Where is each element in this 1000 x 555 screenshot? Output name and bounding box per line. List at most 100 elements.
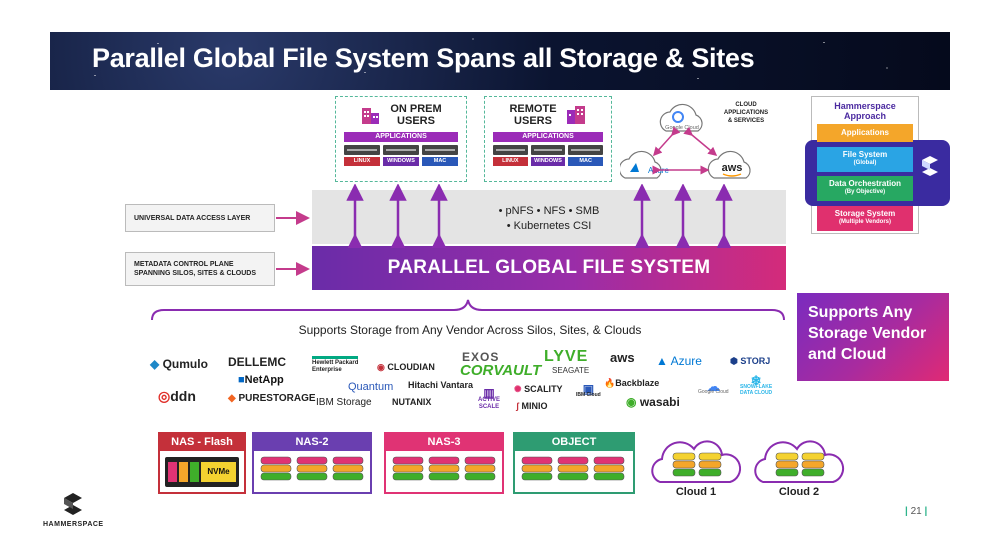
disk-platter bbox=[296, 464, 328, 473]
title-banner: Parallel Global File System Spans all St… bbox=[50, 32, 950, 90]
cloud-apps-label-line3: & SERVICES bbox=[728, 118, 764, 124]
nutanix-logo: NUTANIX bbox=[392, 397, 432, 407]
parallel-global-file-system-bar: PARALLEL GLOBAL FILE SYSTEM bbox=[312, 246, 786, 290]
cloudian-logo: ◉ CLOUDIAN bbox=[377, 362, 435, 373]
approach-title: Hammerspace Approach bbox=[812, 101, 918, 121]
ddn-label: ddn bbox=[170, 388, 196, 404]
storj-logo: ⬢ STORJ bbox=[730, 356, 770, 367]
scality-logo: ✺ SCALITY bbox=[514, 384, 563, 395]
disk-platter bbox=[698, 460, 722, 469]
cloudian-label: CLOUDIAN bbox=[387, 362, 435, 372]
remote-title: REMOTE USERS bbox=[509, 103, 556, 127]
disk-platter bbox=[260, 464, 292, 473]
disk-platter bbox=[464, 464, 496, 473]
disk-platter bbox=[392, 456, 424, 465]
on-prem-os-row: LINUX WINDOWS MAC bbox=[344, 157, 458, 166]
snowflake-line2: DATA CLOUD bbox=[740, 390, 773, 396]
server-icon bbox=[568, 145, 604, 155]
tier-nas-flash: NAS - Flash NVMe bbox=[158, 432, 246, 494]
qumulo-label: Qumulo bbox=[162, 357, 208, 371]
on-prem-title-line1: ON PREM bbox=[390, 103, 442, 115]
page-title: Parallel Global File System Spans all St… bbox=[92, 43, 755, 73]
building-icon bbox=[566, 106, 585, 124]
tier-nas-2-header: NAS-2 bbox=[254, 434, 370, 451]
google-cloud-vendor-label: Google Cloud bbox=[698, 389, 729, 395]
snowflake-logo: ❄ SNOWFLAKE DATA CLOUD bbox=[740, 374, 773, 396]
netapp-icon: ■ bbox=[238, 374, 245, 386]
hammerspace-footer-brand: HAMMERSPACE bbox=[43, 521, 104, 528]
disk-platter bbox=[332, 472, 364, 481]
on-prem-applications-bar: APPLICATIONS bbox=[344, 132, 458, 142]
page-number-value: 21 bbox=[910, 506, 922, 517]
disk-platter bbox=[392, 464, 424, 473]
tier-nas-flash-header: NAS - Flash bbox=[160, 434, 244, 451]
disk-platter bbox=[521, 464, 553, 473]
ibm-cloud-icon: ▣ bbox=[582, 382, 595, 396]
supports-line2: Storage Vendor bbox=[808, 325, 927, 342]
hammerspace-logo-icon bbox=[922, 156, 938, 176]
storj-icon: ⬢ bbox=[730, 356, 738, 366]
os-mac: MAC bbox=[568, 157, 604, 166]
cloud-2-label: Cloud 2 bbox=[778, 486, 820, 498]
qumulo-icon: ◆ bbox=[150, 357, 160, 371]
disk-platter bbox=[672, 460, 696, 469]
azure-vendor-label: Azure bbox=[670, 354, 702, 368]
disk-platter bbox=[392, 472, 424, 481]
os-linux: LINUX bbox=[493, 157, 528, 166]
approach-title-line2: Approach bbox=[843, 111, 886, 121]
supports-any-storage-box: Supports Any Storage Vendor and Cloud bbox=[797, 293, 949, 381]
approach-storage-label: Storage System bbox=[834, 209, 896, 218]
disk-platter bbox=[428, 464, 460, 473]
on-prem-title: ON PREM USERS bbox=[390, 103, 441, 127]
supports-storage-caption: Supports Storage from Any Vendor Across … bbox=[298, 323, 642, 337]
disk-platter bbox=[557, 472, 589, 481]
cloud-1-icon bbox=[651, 440, 742, 483]
approach-storage-sub: (Multiple Vendors) bbox=[838, 219, 891, 225]
tier-object: OBJECT bbox=[513, 432, 635, 494]
os-windows: WINDOWS bbox=[530, 157, 566, 166]
seagate-logo: SEAGATE bbox=[552, 366, 590, 375]
arrow-google-aws bbox=[683, 126, 718, 156]
disk-platter bbox=[775, 460, 799, 469]
disk-platter bbox=[464, 456, 496, 465]
tier-nas-3: NAS-3 bbox=[384, 432, 504, 494]
quantum-logo: Quantum bbox=[348, 381, 394, 393]
hitachi-logo: Hitachi Vantara bbox=[408, 380, 474, 390]
disk-platter bbox=[521, 472, 553, 481]
disk-platter bbox=[332, 456, 364, 465]
supports-line1: Supports Any bbox=[808, 304, 913, 321]
disk-platter bbox=[557, 464, 589, 473]
approach-storage-system: Storage System (Multiple Vendors) bbox=[817, 206, 913, 231]
object-disk-stacks bbox=[521, 456, 625, 481]
drive-cell bbox=[190, 462, 199, 482]
azure-vendor-logo: ▲ Azure bbox=[656, 354, 702, 368]
disk-platter bbox=[672, 452, 696, 461]
purestorage-logo: ◆ PURESTORAGE bbox=[228, 393, 316, 404]
disk-platter bbox=[801, 452, 825, 461]
disk-platter bbox=[557, 456, 589, 465]
protocols-line1: • pNFS • NFS • SMB bbox=[498, 205, 600, 217]
cloudian-icon: ◉ bbox=[377, 362, 385, 372]
disk-platter bbox=[521, 456, 553, 465]
disk-platter bbox=[672, 468, 696, 477]
remote-title-line2: USERS bbox=[514, 115, 552, 127]
server-icon bbox=[493, 145, 528, 155]
cloud-apps-label-line1: CLOUD bbox=[735, 102, 757, 108]
page-number-bar-right: | bbox=[924, 506, 928, 517]
server-icon bbox=[383, 145, 419, 155]
disk-platter bbox=[296, 472, 328, 481]
activescale-line2: SCALE bbox=[478, 404, 500, 410]
disk-platter bbox=[428, 456, 460, 465]
minio-label: MINIO bbox=[521, 401, 548, 411]
universal-data-access-label: UNIVERSAL DATA ACCESS LAYER bbox=[125, 204, 275, 232]
hpe-logo: Hewlett Packard Enterprise bbox=[312, 356, 359, 374]
minio-logo: ʃ MINIO bbox=[516, 401, 548, 411]
starfield-background bbox=[50, 32, 950, 90]
disk-platter bbox=[332, 464, 364, 473]
remote-servers bbox=[493, 145, 604, 155]
disk-platter bbox=[260, 456, 292, 465]
netapp-label: NetApp bbox=[244, 374, 284, 386]
on-prem-servers bbox=[344, 145, 458, 155]
cloud-applications-diagram: Google Cloud Azure aws CLOUD APPLICATION… bbox=[620, 102, 768, 179]
nvme-drive-icon: NVMe bbox=[165, 457, 239, 487]
